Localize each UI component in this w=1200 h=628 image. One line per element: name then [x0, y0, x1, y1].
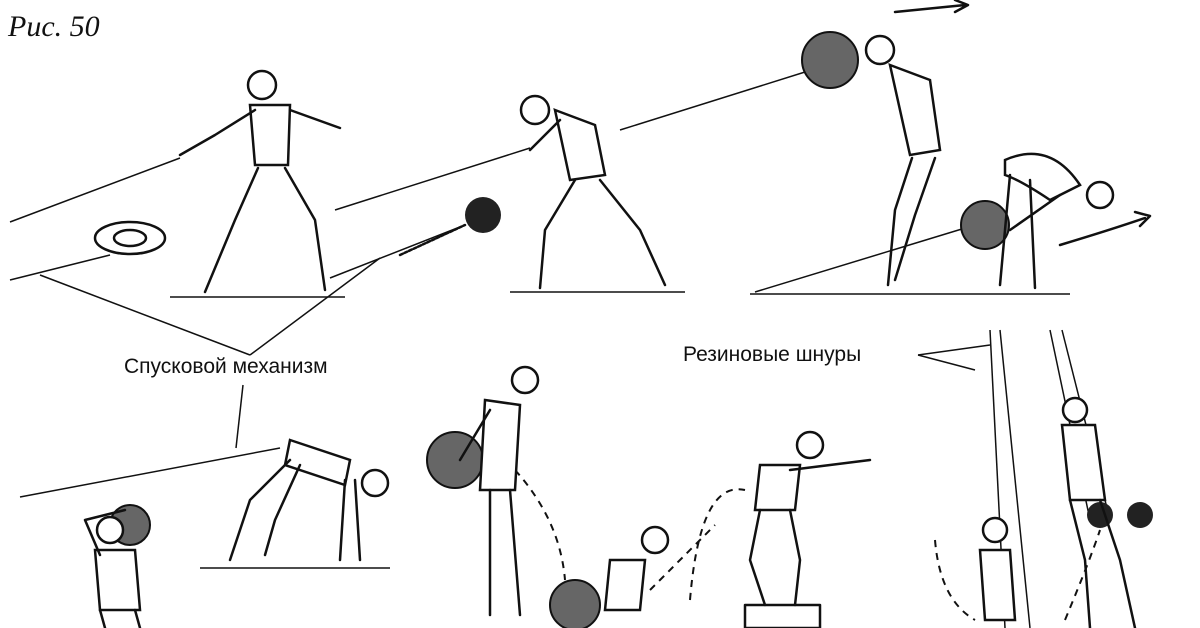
squat-ball	[603, 525, 670, 612]
rubber-cord-pull	[978, 396, 1137, 628]
bent-over-lift	[998, 152, 1115, 290]
hammer-thrower	[519, 94, 667, 290]
medicine-ball	[960, 200, 1010, 250]
athlete-figures	[83, 34, 1137, 628]
ball-swing	[458, 365, 540, 617]
discus-thrower	[178, 69, 342, 294]
label-rubber-cords: Резиновые шнуры	[683, 343, 862, 366]
hammer-ball	[465, 197, 501, 233]
medicine-ball	[801, 31, 859, 89]
label-trigger-mechanism: Спусковой механизм	[124, 355, 328, 378]
arrow-icon	[1058, 210, 1152, 247]
overhead-throw	[864, 34, 942, 287]
medicine-ball	[426, 431, 484, 489]
box-jump	[748, 430, 872, 607]
figure-label: Рис. 50	[8, 10, 100, 43]
overhead-ball-hold	[83, 508, 142, 628]
sprint-start	[228, 438, 390, 562]
arrow-icon	[893, 0, 970, 14]
rubber-cords	[9, 71, 1111, 628]
discus	[93, 220, 167, 256]
box	[743, 603, 822, 628]
kettlebell	[1127, 502, 1153, 528]
medicine-ball	[549, 579, 601, 628]
